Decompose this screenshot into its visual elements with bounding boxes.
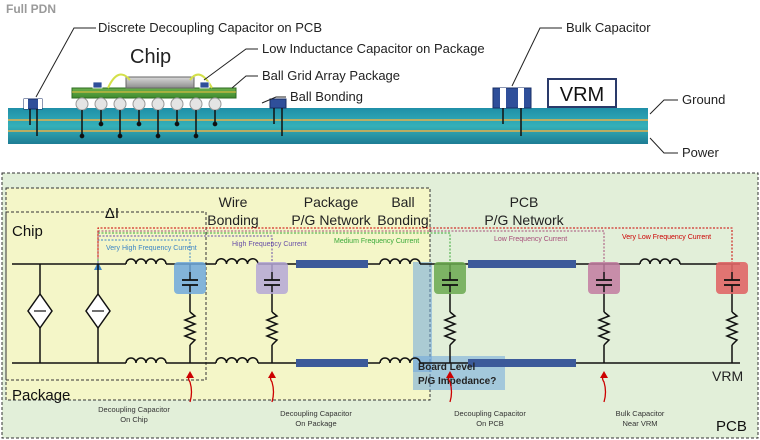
bulk-cap-near-vrm-label-2: Near VRM bbox=[622, 419, 657, 428]
heading-package-network-2: P/G Network bbox=[291, 212, 371, 228]
decap-on-pcb-label-2: On PCB bbox=[476, 419, 504, 428]
bulk-cap-near-vrm-label-1: Bulk Capacitor bbox=[616, 409, 665, 418]
board-level-label-1: Board Level bbox=[418, 362, 475, 373]
decap-on-pcb-label-1: Decoupling Capacitor bbox=[454, 409, 526, 418]
board-level-highlight-bar bbox=[413, 262, 432, 372]
under-package-capacitor bbox=[269, 98, 287, 136]
capacitor-leads bbox=[189, 272, 733, 292]
vrm-label: VRM bbox=[560, 84, 604, 106]
heading-ball-bonding-2: Bonding bbox=[377, 212, 428, 228]
physical-pdn-section: Full PDN bbox=[6, 2, 725, 160]
low-inductance-capacitor-callout: Low Inductance Capacitor on Package bbox=[262, 41, 485, 56]
decap-on-chip-label-2: On Chip bbox=[120, 415, 148, 424]
chip-region-label: Chip bbox=[12, 223, 43, 240]
inductors bbox=[125, 258, 681, 364]
heading-ball-bonding-1: Ball bbox=[391, 194, 414, 210]
discrete-capacitor bbox=[23, 98, 43, 136]
vrm-box bbox=[547, 78, 617, 108]
decap-on-chip-label-1: Decoupling Capacitor bbox=[98, 405, 170, 414]
decap-arrowheads bbox=[186, 371, 608, 378]
heading-pcb-network-1: PCB bbox=[510, 194, 539, 210]
decap-on-package-label-2: On Package bbox=[295, 419, 336, 428]
current-loops bbox=[97, 227, 733, 265]
discrete-capacitor-callout: Discrete Decoupling Capacitor on PCB bbox=[98, 20, 322, 35]
vias bbox=[79, 110, 218, 139]
medium-frequency-label: Medium Frequency Current bbox=[334, 238, 419, 245]
decap-labels: Decoupling Capacitor On Chip Decoupling … bbox=[98, 405, 665, 428]
wire-bond-right bbox=[189, 73, 213, 89]
pcb-region-label: PCB bbox=[716, 418, 747, 435]
bulk-capacitor bbox=[492, 87, 532, 136]
power-callout: Power bbox=[682, 145, 720, 160]
section-headings: Wire Bonding Package P/G Network Ball Bo… bbox=[207, 194, 564, 228]
vrm-circuit-label: VRM bbox=[712, 368, 743, 384]
pcb-board bbox=[8, 108, 648, 144]
package-region-label: Package bbox=[12, 387, 70, 404]
solder-balls bbox=[75, 97, 222, 111]
very-low-frequency-label: Very Low Frequency Current bbox=[622, 234, 711, 241]
ball-bonding-callout: Ball Bonding bbox=[290, 89, 363, 104]
package-capacitor-left bbox=[92, 81, 103, 89]
chip-region bbox=[5, 211, 207, 381]
ground-callout: Ground bbox=[682, 92, 725, 107]
heading-wire-bonding-1: Wire bbox=[219, 194, 248, 210]
board-level-label-2: P/G Impedance? bbox=[418, 376, 496, 387]
full-pdn-title: Full PDN bbox=[6, 2, 56, 16]
high-frequency-label: High Frequency Current bbox=[232, 241, 307, 248]
chip-label: Chip bbox=[130, 46, 171, 68]
pg-network-traces bbox=[296, 260, 576, 367]
wire-bond-left bbox=[107, 73, 131, 89]
heading-package-network-1: Package bbox=[304, 194, 359, 210]
heading-wire-bonding-2: Bonding bbox=[207, 212, 258, 228]
resistors bbox=[182, 311, 740, 346]
very-high-frequency-label: Very High Frequency Current bbox=[106, 245, 197, 252]
bga-package bbox=[71, 87, 237, 99]
chip-die bbox=[125, 76, 195, 89]
low-frequency-label: Low Frequency Current bbox=[494, 236, 567, 243]
circuit-model-section: Wire Bonding Package P/G Network Ball Bo… bbox=[1, 172, 759, 439]
callout-lines bbox=[35, 27, 678, 154]
bga-callout: Ball Grid Array Package bbox=[262, 68, 400, 83]
delta-i-label: ΔI bbox=[105, 205, 119, 222]
current-sources bbox=[27, 292, 111, 330]
decap-on-package-label-1: Decoupling Capacitor bbox=[280, 409, 352, 418]
bulk-capacitor-callout: Bulk Capacitor bbox=[566, 20, 651, 35]
package-capacitor-right bbox=[199, 81, 210, 89]
heading-pcb-network-2: P/G Network bbox=[484, 212, 564, 228]
